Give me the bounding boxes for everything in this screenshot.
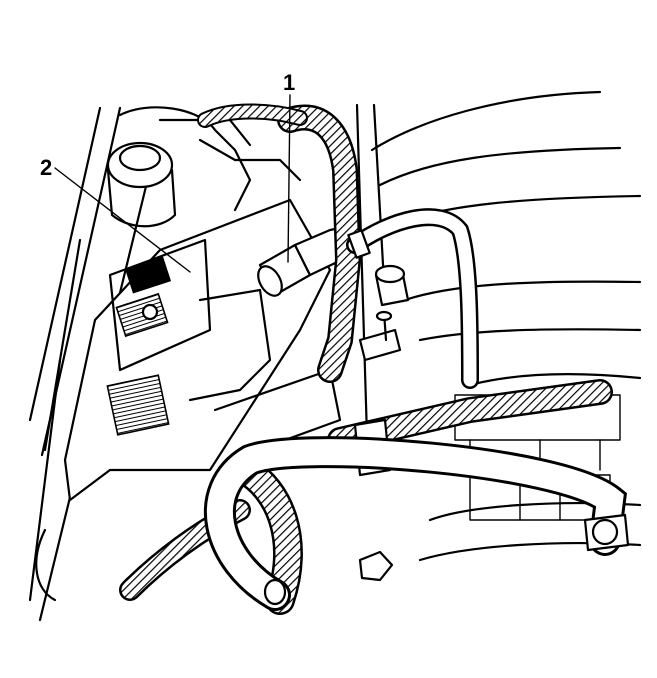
reservoir-cap: [106, 106, 302, 228]
bracket-bolt: [358, 264, 410, 362]
wiring-harness: [197, 103, 362, 383]
coolant-hose: [346, 208, 479, 389]
leader-line-1: [287, 94, 291, 263]
callout-2: 2: [40, 155, 52, 180]
callout-1: 1: [283, 70, 295, 95]
nut: [358, 550, 394, 582]
leader-line-2: [54, 167, 191, 273]
leader-lines: [54, 94, 291, 273]
lower-harness: [119, 379, 613, 615]
lower-pipe: [203, 436, 630, 611]
